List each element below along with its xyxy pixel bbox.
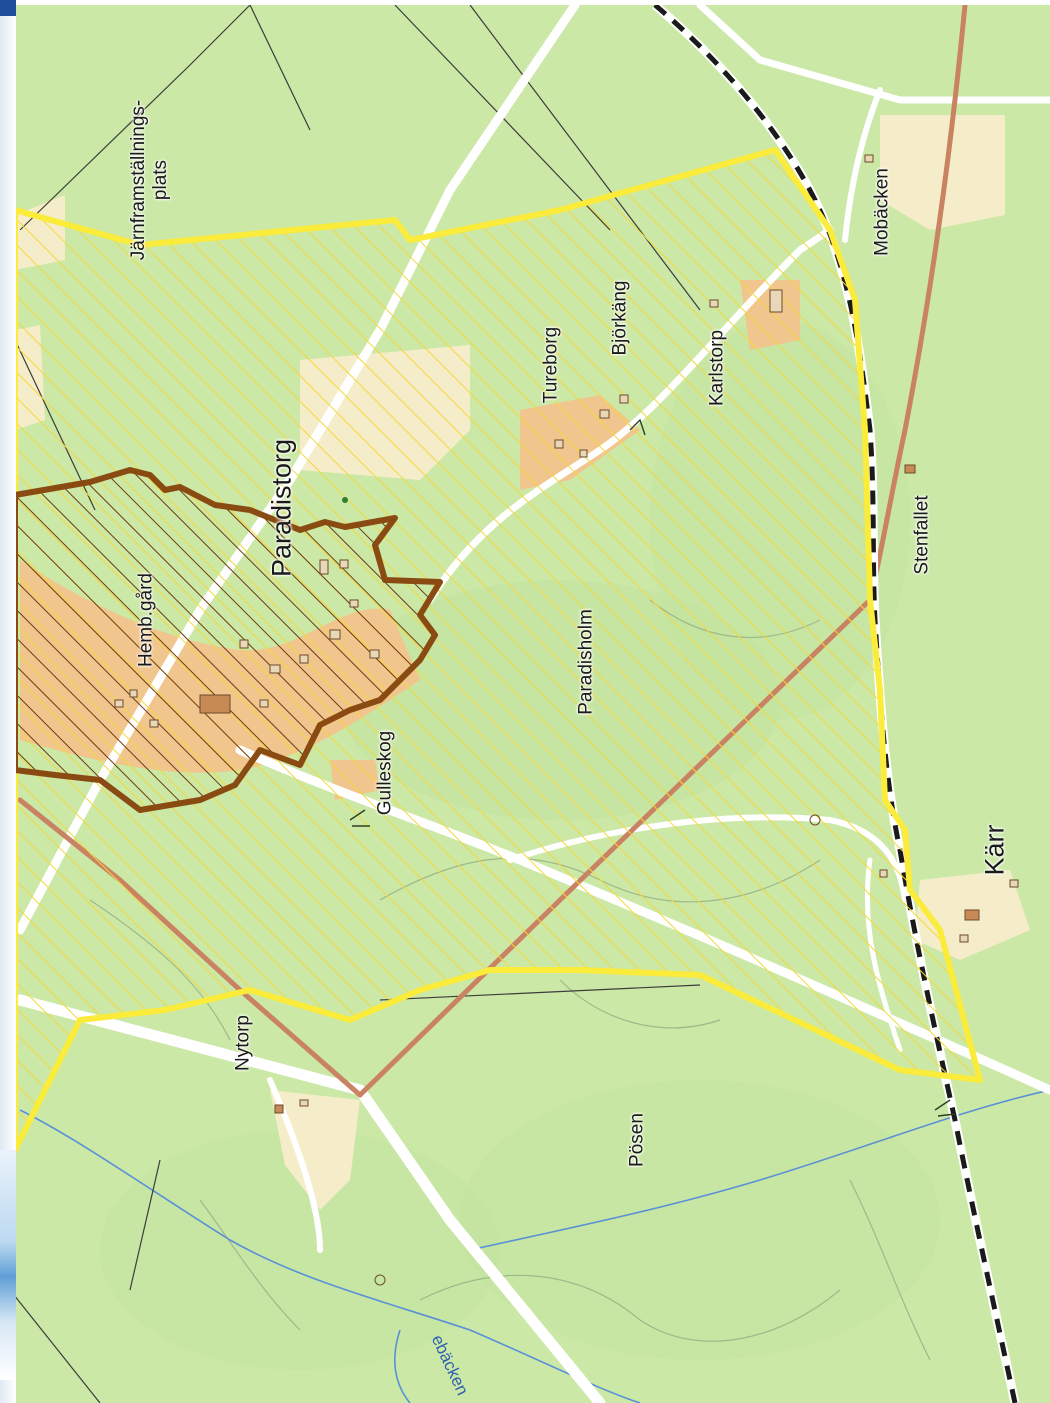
label-tureborg: Tureborg: [540, 326, 562, 404]
label-jarnframstallningsplats: Järnframställnings- plats: [128, 100, 172, 261]
logo-fragment-icon: [0, 1150, 16, 1380]
brown-hatched-core-zone[interactable]: [12, 467, 443, 813]
buildings: [114, 154, 1019, 1286]
label-stenfallet: Stenfallet: [911, 495, 933, 575]
label-paradistorg: Paradistorg: [266, 438, 297, 578]
label-posen: Pösen: [626, 1113, 648, 1167]
top-edge: [0, 0, 1050, 5]
left-edge: [0, 0, 16, 1403]
label-gulleskog: Gulleskog: [374, 730, 396, 816]
label-mobacken: Mobäcken: [871, 168, 893, 256]
label-nytorp: Nytorp: [232, 1015, 254, 1071]
ancient-monument-symbols: [349, 418, 956, 1117]
label-paradisholm: Paradisholm: [575, 609, 597, 715]
corner-marker: [0, 0, 16, 16]
label-hembygard: Hemb.gård: [135, 573, 157, 667]
yellow-hatched-zone[interactable]: [12, 147, 983, 1153]
label-bjorkang: Björkäng: [609, 280, 631, 356]
label-jarnframstallningsplats-line2: plats: [150, 159, 171, 201]
streams: [19, 1089, 1050, 1403]
label-karlstorp: Karlstorp: [706, 329, 728, 407]
label-karr: Kärr: [979, 824, 1010, 876]
label-jarnframstallningsplats-line1: Järnframställnings-: [128, 99, 150, 261]
